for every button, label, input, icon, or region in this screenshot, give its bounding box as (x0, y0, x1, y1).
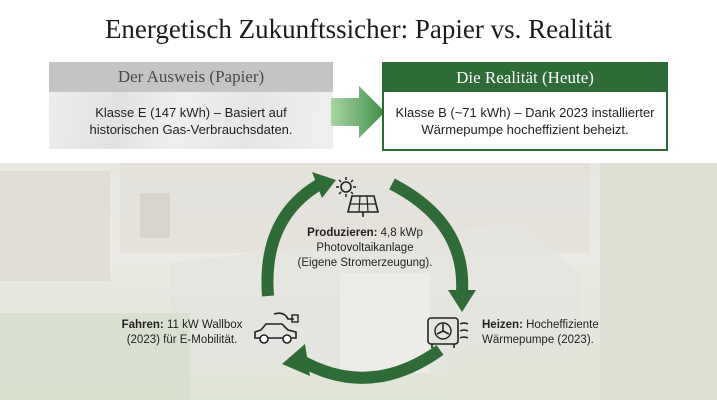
cycle-arrow-heat-to-drive (297, 345, 444, 384)
drive-label-rest: 11 kW Wallbox (166, 319, 243, 331)
cycle-arrow-produce-to-heat (389, 178, 469, 293)
background-house-photo (0, 163, 717, 400)
paper-certificate-box: Der Ausweis (Papier) Klasse E (147 kWh) … (49, 62, 333, 151)
produce-label-line-2: Photovoltaikanlage (316, 242, 414, 254)
paper-box-line-2: historischen Gas-Verbrauchsdaten. (89, 121, 293, 137)
page-title: Energetisch Zukunftssicher: Papier vs. R… (104, 14, 613, 44)
produce-label: Produzieren: 4,8 kWp Photovoltaikanlage … (290, 226, 440, 271)
produce-label-bold: Produzieren: (307, 227, 378, 239)
drive-label-bold: Fahren: (121, 319, 164, 331)
electric-car-icon (254, 312, 299, 344)
drive-label-line-2: (2023) für E-Mobilität. (126, 334, 238, 346)
heat-label-rest: Hocheffiziente (526, 319, 599, 331)
paper-box-line-1: Klasse E (147 kWh) – Basiert auf (95, 104, 287, 120)
reality-box: Die Realität (Heute) Klasse B (~71 kWh) … (382, 62, 668, 151)
cycle-arrow-drive-to-produce (261, 178, 324, 297)
reality-box-line-2: Wärmepumpe hocheffizient beheizt. (421, 121, 629, 137)
heat-label-bold: Heizen: (482, 319, 523, 331)
heat-pump-icon (427, 317, 469, 348)
reality-box-line-1: Klasse B (~71 kWh) – Dank 2023 installie… (395, 104, 655, 120)
heat-label-line-2: Wärmepumpe (2023). (482, 334, 594, 346)
solar-panel-icon (336, 177, 380, 217)
produce-label-rest: 4,8 kWp (380, 227, 423, 239)
produce-label-line-3: (Eigene Stromerzeugung). (297, 257, 433, 269)
paper-box-body: Klasse E (147 kWh) – Basiert auf histori… (49, 92, 333, 149)
drive-label: Fahren: 11 kW Wallbox (2023) für E-Mobil… (112, 318, 252, 348)
paper-box-header: Der Ausweis (Papier) (49, 62, 333, 92)
reality-box-header: Die Realität (Heute) (384, 64, 666, 92)
reality-box-body: Klasse B (~71 kWh) – Dank 2023 installie… (384, 92, 666, 149)
heat-label: Heizen: Hocheffiziente Wärmepumpe (2023)… (482, 318, 632, 348)
comparison-arrow (331, 86, 385, 138)
